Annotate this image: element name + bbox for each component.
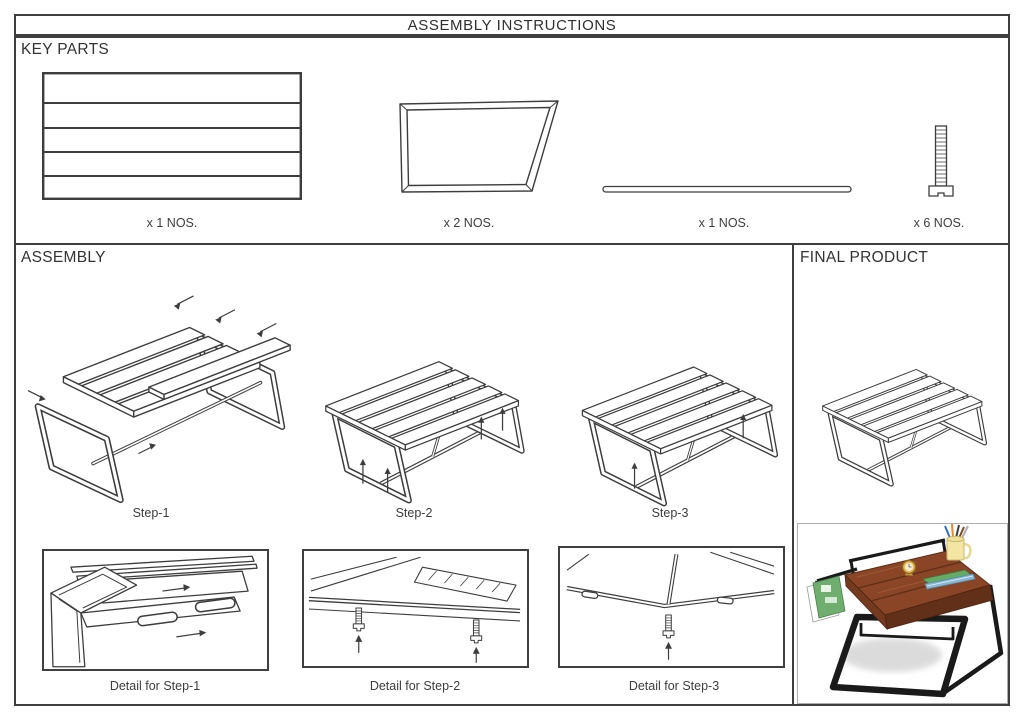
detail1-drawing — [50, 555, 258, 668]
step1-caption: Step-1 — [132, 506, 170, 520]
part-leg-frame-drawing — [399, 100, 559, 193]
detail3-caption: Detail for Step-3 — [628, 679, 720, 693]
detail3-drawing — [566, 551, 775, 660]
step1-drawing — [27, 295, 291, 504]
step2-caption: Step-2 — [395, 506, 433, 520]
key-parts-label: KEY PARTS — [21, 41, 109, 58]
step3-caption: Step-3 — [651, 506, 689, 520]
part-qty-label: x 1 NOS. — [698, 216, 750, 230]
assembly-label: ASSEMBLY — [21, 249, 106, 266]
keyparts-assembly-divider — [14, 243, 1010, 245]
final-product-drawing — [808, 330, 998, 487]
detail2-drawing — [308, 556, 521, 663]
part-qty-label: x 6 NOS. — [913, 216, 965, 230]
part-qty-label: x 1 NOS. — [146, 216, 198, 230]
photo-props — [901, 523, 976, 590]
step3-drawing — [565, 320, 791, 507]
detail2-caption: Detail for Step-2 — [369, 679, 461, 693]
final-product-label: FINAL PRODUCT — [800, 249, 929, 266]
part-bolt-drawing — [928, 125, 954, 197]
page-title: ASSEMBLY INSTRUCTIONS — [14, 14, 1010, 36]
step2-drawing — [308, 314, 538, 504]
part-support-bar-drawing — [602, 185, 852, 193]
part-qty-label: x 2 NOS. — [443, 216, 495, 230]
final-product-photo — [797, 523, 1008, 704]
detail1-caption: Detail for Step-1 — [109, 679, 201, 693]
part-slatted-top-drawing — [42, 72, 303, 200]
assembly-finalproduct-divider — [792, 243, 794, 706]
